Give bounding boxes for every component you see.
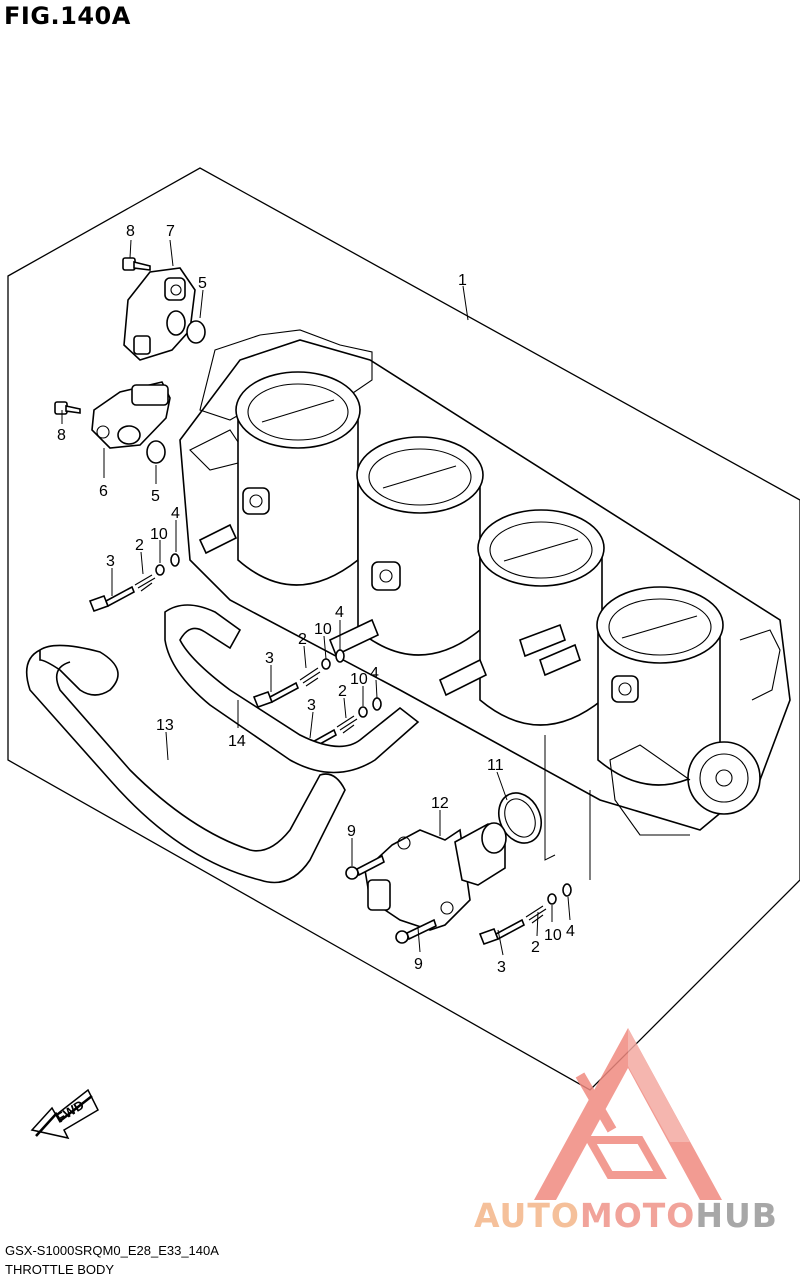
callout-numbers: 1 7 8 5 8 6 5 4 10 2 3 4 10 2 3 10 4 2 3…	[57, 223, 575, 976]
screw-9-upper	[345, 854, 385, 880]
callout-5-lower: 5	[151, 488, 160, 505]
throttle-body-assembly	[179, 329, 791, 836]
callout-10-d: 10	[544, 927, 562, 944]
screw-9-lower	[395, 918, 437, 944]
callout-3-a: 3	[106, 553, 115, 570]
callout-10-a: 10	[150, 526, 168, 543]
callout-9-upper: 9	[347, 823, 356, 840]
callout-14: 14	[228, 733, 246, 750]
hose-14	[164, 604, 420, 774]
callout-1: 1	[458, 272, 467, 289]
assembly-outline	[7, 167, 800, 1091]
watermark-logo-icon	[534, 1028, 722, 1200]
o-ring-5-lower	[146, 440, 166, 464]
callout-4-d: 4	[566, 923, 575, 940]
callout-3-b: 3	[265, 650, 274, 667]
callout-9-lower: 9	[414, 956, 423, 973]
callout-2-a: 2	[135, 537, 144, 554]
sensor-6	[91, 381, 171, 449]
throttle-position-sensor-7	[123, 267, 196, 361]
callout-5-upper: 5	[198, 275, 207, 292]
callout-10-c: 10	[350, 671, 368, 688]
hose-13	[25, 644, 346, 884]
throttle-barrel-1	[235, 371, 361, 586]
o-ring-11-inner	[504, 798, 536, 838]
callout-4-c: 4	[370, 665, 379, 682]
adjuster-set-b	[252, 649, 345, 709]
throttle-pulley	[609, 629, 781, 836]
leader-lines	[61, 239, 591, 956]
screw-8-lower	[54, 401, 81, 415]
diagram-code: GSX-S1000SRQM0_E28_E33_140A	[5, 1243, 219, 1258]
callout-2-d: 2	[531, 939, 540, 956]
callout-11: 11	[487, 757, 504, 774]
callout-10-b: 10	[314, 621, 332, 638]
callout-8-lower: 8	[57, 427, 66, 444]
callout-3-d: 3	[497, 959, 506, 976]
watermark-hub: HUB	[695, 1196, 778, 1235]
throttle-barrel-2	[356, 436, 484, 656]
o-ring-5-upper	[186, 320, 206, 344]
callout-4-b: 4	[335, 604, 344, 621]
callout-2-b: 2	[298, 631, 307, 648]
fwd-arrow-icon: FWD	[30, 1088, 99, 1140]
callout-7: 7	[166, 223, 175, 240]
screw-8-upper	[122, 257, 151, 271]
callout-4-a: 4	[171, 505, 180, 522]
callout-3-c: 3	[307, 697, 316, 714]
throttle-barrel-4	[596, 586, 724, 786]
watermark-auto: AUTO	[474, 1196, 580, 1235]
watermark-moto: MOTO	[579, 1196, 696, 1235]
callout-2-c: 2	[338, 683, 347, 700]
watermark-wordmark: AUTOMOTOHUB	[474, 1196, 778, 1235]
throttle-barrel-3	[477, 509, 605, 726]
adjuster-set-d	[478, 883, 572, 946]
diagram-name: THROTTLE BODY	[5, 1262, 115, 1277]
callout-8-upper: 8	[126, 223, 135, 240]
adjuster-set-a	[88, 553, 180, 613]
callout-6: 6	[99, 483, 108, 500]
callout-12: 12	[431, 795, 449, 812]
idle-valve-12	[364, 822, 507, 931]
callout-13: 13	[156, 717, 174, 734]
figure-title: FIG.140A	[4, 2, 131, 30]
